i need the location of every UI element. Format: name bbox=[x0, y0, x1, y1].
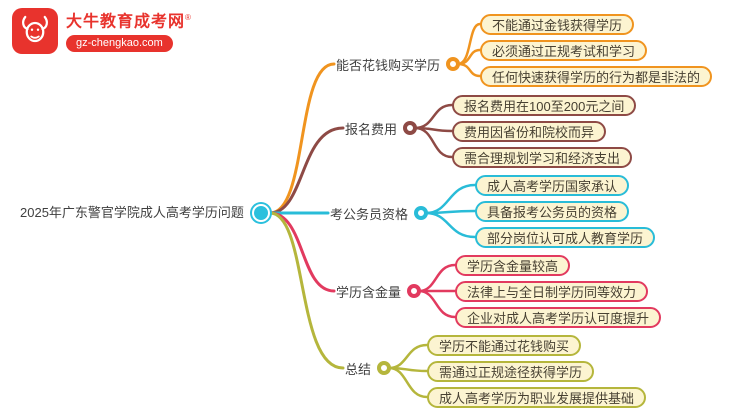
branch-node-civil-service: 考公务员资格 bbox=[330, 204, 429, 222]
registered-mark: ® bbox=[185, 13, 192, 22]
leaf-node: 学历含金量较高 bbox=[455, 255, 571, 276]
leaf-node: 部分岗位认可成人教育学历 bbox=[475, 227, 656, 248]
leaf-node: 成人高考学历为职业发展提供基础 bbox=[427, 387, 647, 408]
edge-branch-0-leaf-0 bbox=[456, 22, 482, 66]
edge-branch-4-leaf-0 bbox=[387, 343, 429, 370]
edge-branch-1-leaf-0 bbox=[413, 103, 454, 130]
leaf-node: 需合理规划学习和经济支出 bbox=[452, 147, 633, 168]
edge-branch-2-leaf-2 bbox=[424, 211, 477, 239]
leaf-node: 需通过正规途径获得学历 bbox=[427, 361, 595, 382]
leaf-node: 学历不能通过花钱购买 bbox=[427, 335, 582, 356]
site-url: gz-chengkao.com bbox=[66, 35, 173, 53]
branch-label: 总结 bbox=[345, 361, 372, 377]
branch-label: 能否花钱购买学历 bbox=[336, 57, 441, 73]
root-hub-dot bbox=[252, 204, 270, 222]
root-node-label: 2025年广东警官学院成人高考学历问题 bbox=[20, 205, 244, 220]
logo-box bbox=[12, 8, 58, 54]
leaf-node: 具备报考公务员的资格 bbox=[475, 201, 630, 222]
leaf-node: 企业对成人高考学历认可度提升 bbox=[455, 307, 662, 328]
branch-circle-icon bbox=[377, 361, 392, 375]
bull-icon bbox=[17, 11, 53, 52]
edge-root-branch-0 bbox=[268, 62, 336, 215]
branch-node-degree-value: 学历含金量 bbox=[336, 282, 422, 300]
edge-branch-2-leaf-0 bbox=[424, 183, 477, 215]
edge-root-branch-1 bbox=[268, 126, 345, 215]
branch-label: 学历含金量 bbox=[336, 284, 402, 300]
site-logo: 大牛教育成考网® gz-chengkao.com bbox=[12, 8, 192, 54]
branch-node-fees: 报名费用 bbox=[345, 119, 418, 137]
branch-circle-icon bbox=[414, 206, 429, 220]
leaf-node: 成人高考学历国家承认 bbox=[475, 175, 630, 196]
edge-root-branch-4 bbox=[268, 211, 345, 370]
edge-branch-0-leaf-1 bbox=[456, 48, 482, 66]
edge-branch-1-leaf-2 bbox=[413, 126, 454, 159]
leaf-node: 报名费用在100至200元之间 bbox=[452, 95, 637, 116]
edge-branch-4-leaf-2 bbox=[387, 366, 429, 399]
branch-circle-icon bbox=[446, 57, 461, 71]
edge-branch-4-leaf-1 bbox=[387, 366, 429, 373]
leaf-node: 费用因省份和院校而异 bbox=[452, 121, 607, 142]
leaf-node: 不能通过金钱获得学历 bbox=[480, 14, 635, 35]
branch-node-buy-degree: 能否花钱购买学历 bbox=[336, 55, 461, 73]
edge-branch-1-leaf-1 bbox=[413, 126, 454, 133]
brand-name: 大牛教育成考网® bbox=[66, 13, 192, 31]
leaf-node: 必须通过正规考试和学习 bbox=[480, 40, 648, 61]
branch-label: 考公务员资格 bbox=[330, 206, 409, 222]
logo-text-block: 大牛教育成考网® gz-chengkao.com bbox=[66, 8, 192, 53]
edge-branch-0-leaf-2 bbox=[456, 62, 482, 78]
edge-branch-3-leaf-0 bbox=[417, 263, 457, 293]
edge-root-branch-3 bbox=[268, 211, 336, 293]
leaf-node: 任何快速获得学历的行为都是非法的 bbox=[480, 66, 713, 87]
branch-circle-icon bbox=[407, 284, 422, 298]
leaf-node: 法律上与全日制学历同等效力 bbox=[455, 281, 649, 302]
branch-circle-icon bbox=[403, 121, 418, 135]
branch-node-summary: 总结 bbox=[345, 359, 392, 377]
edge-branch-3-leaf-2 bbox=[417, 289, 457, 319]
branch-label: 报名费用 bbox=[345, 121, 398, 137]
edge-branch-2-leaf-1 bbox=[424, 209, 477, 215]
